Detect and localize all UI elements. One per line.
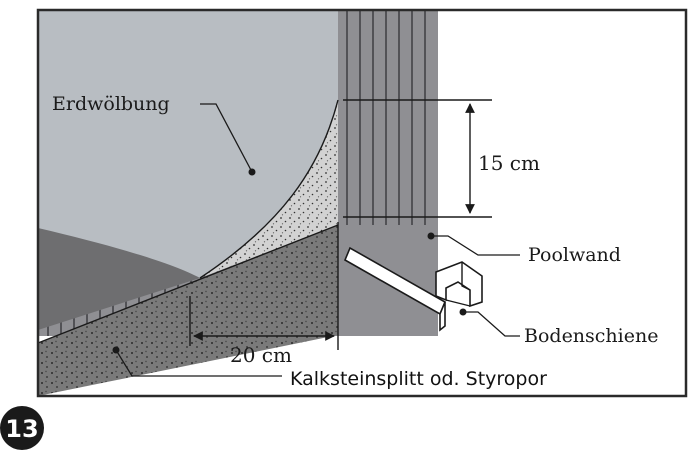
width-dimension: 20 cm	[189, 222, 339, 367]
bottom-rail-label: Bodenschiene	[524, 325, 658, 347]
bottom-rail-callout: Bodenschiene	[459, 308, 658, 347]
height-dimension-label: 15 cm	[478, 151, 540, 175]
gravel-fill	[200, 100, 338, 278]
fill-material-callout: Kalksteinsplitt od. Styropor	[112, 346, 642, 392]
pool-wall-label: Poolwand	[528, 244, 621, 266]
figure-number: 13	[5, 415, 38, 443]
ground-layer	[38, 225, 338, 396]
fill-material-label: Kalksteinsplitt od. Styropor	[290, 368, 547, 390]
frame-border	[36, 8, 688, 398]
figure-number-badge: 13	[0, 406, 44, 450]
bottom-rail	[343, 246, 483, 332]
ground-top-edge	[37, 224, 339, 344]
earth-mound-callout: Erdwölbung	[52, 93, 256, 176]
height-dimension: 15 cm	[343, 99, 540, 218]
earth-dark-layer	[38, 228, 200, 330]
mound-outline	[199, 99, 339, 279]
width-dimension-label: 20 cm	[230, 343, 292, 367]
earth-mound	[38, 10, 338, 278]
earth-mound-label: Erdwölbung	[52, 93, 170, 115]
pool-wall-callout: Poolwand	[427, 232, 621, 266]
